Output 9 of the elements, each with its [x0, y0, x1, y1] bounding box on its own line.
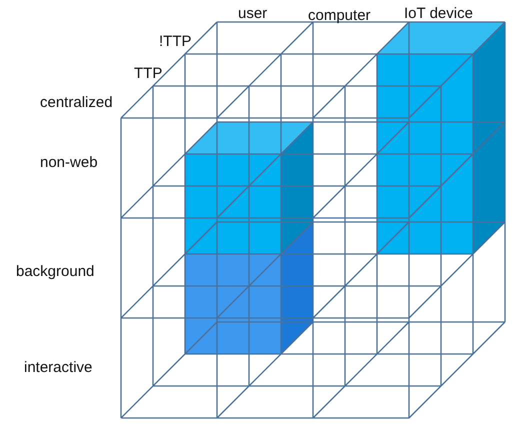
axis-label: background [16, 264, 94, 279]
axis-label: interactive [24, 360, 92, 375]
axis-label: computer [308, 8, 371, 23]
axis-label: !TTP [159, 34, 192, 49]
axis-label: user [238, 6, 268, 21]
axis-label: centralized [40, 95, 113, 110]
axis-label: non-web [40, 155, 98, 170]
axis-label: IoT device [404, 6, 473, 21]
axis-label: TTP [134, 66, 162, 81]
